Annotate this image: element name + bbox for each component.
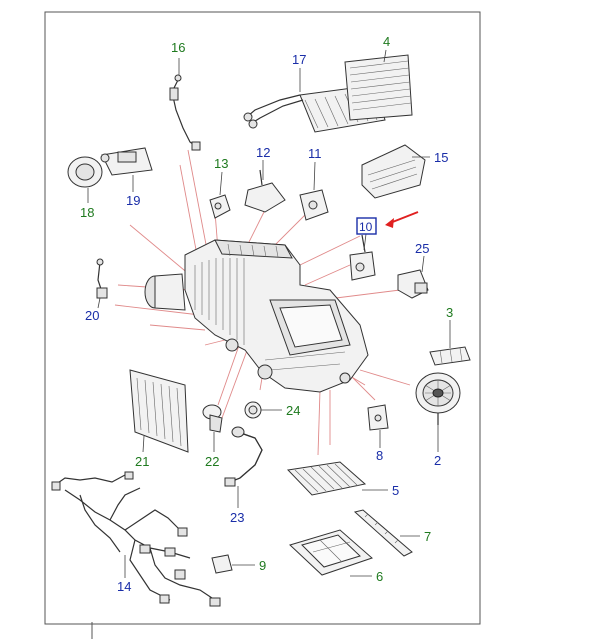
callout-2: 2 [434,453,441,468]
callout-10: 10 [359,220,373,234]
part-3-module [429,346,471,366]
callout-7: 7 [424,529,431,544]
part-8-actuator [367,404,389,431]
callout-22: 22 [205,454,219,469]
callout-4: 4 [383,34,390,49]
part-6-filter-frame [289,529,373,576]
part-18-actuator [67,156,103,188]
part-14-wiring-harness [51,471,221,607]
part-19-bracket [100,147,153,176]
callout-8: 8 [376,448,383,463]
part-10-actuator [349,234,376,281]
leader-13 [219,171,223,196]
diagram-frame [44,11,481,625]
leader-21 [142,435,145,453]
callout-23: 23 [230,510,244,525]
part-4-ptc-heater [344,54,413,121]
callout-12: 12 [256,145,270,160]
callout-21: 21 [135,454,149,469]
leader-11 [313,161,316,191]
callout-25: 25 [415,241,429,256]
callout-9: 9 [259,558,266,573]
callout-18: 18 [80,205,94,220]
callout-16: 16 [171,40,185,55]
hvac-housing [144,239,369,393]
part-25-sensor [397,269,429,299]
part-13-actuator [209,194,231,219]
part-22-valve [202,404,223,433]
leader-4 [383,49,387,63]
part-23-pipe [224,426,263,487]
part-15-control-module [361,144,426,199]
part-9-connector [211,554,233,574]
callout-6: 6 [376,569,383,584]
callout-17: 17 [292,52,306,67]
leader-10 [363,233,367,251]
part-24-grommet [244,401,262,419]
callout-3: 3 [446,305,453,320]
part-21-evaporator [129,369,189,453]
leader-20 [97,297,101,309]
part-20-clip [96,258,108,299]
part-11-actuator [299,189,329,221]
part-7-cover-strip [353,509,413,557]
callout-13: 13 [214,156,228,171]
red-arrow-icon [385,211,419,228]
callout-labels: 2 3 4 5 6 7 8 9 10 11 12 13 14 15 16 17 … [80,34,453,594]
callout-11: 11 [308,146,322,161]
callout-24: 24 [286,403,300,418]
callout-10-highlight-box [356,217,377,235]
callout-15: 15 [434,150,448,165]
part-5-cabin-filter [286,461,367,496]
callout-5: 5 [392,483,399,498]
part-2-blower-motor [415,372,461,425]
callout-14: 14 [117,579,131,594]
leader-25 [421,255,425,273]
callout-19: 19 [126,193,140,208]
callout-20: 20 [85,308,99,323]
part-16-sensor-wire [169,74,201,151]
part-12-actuator [244,169,286,213]
